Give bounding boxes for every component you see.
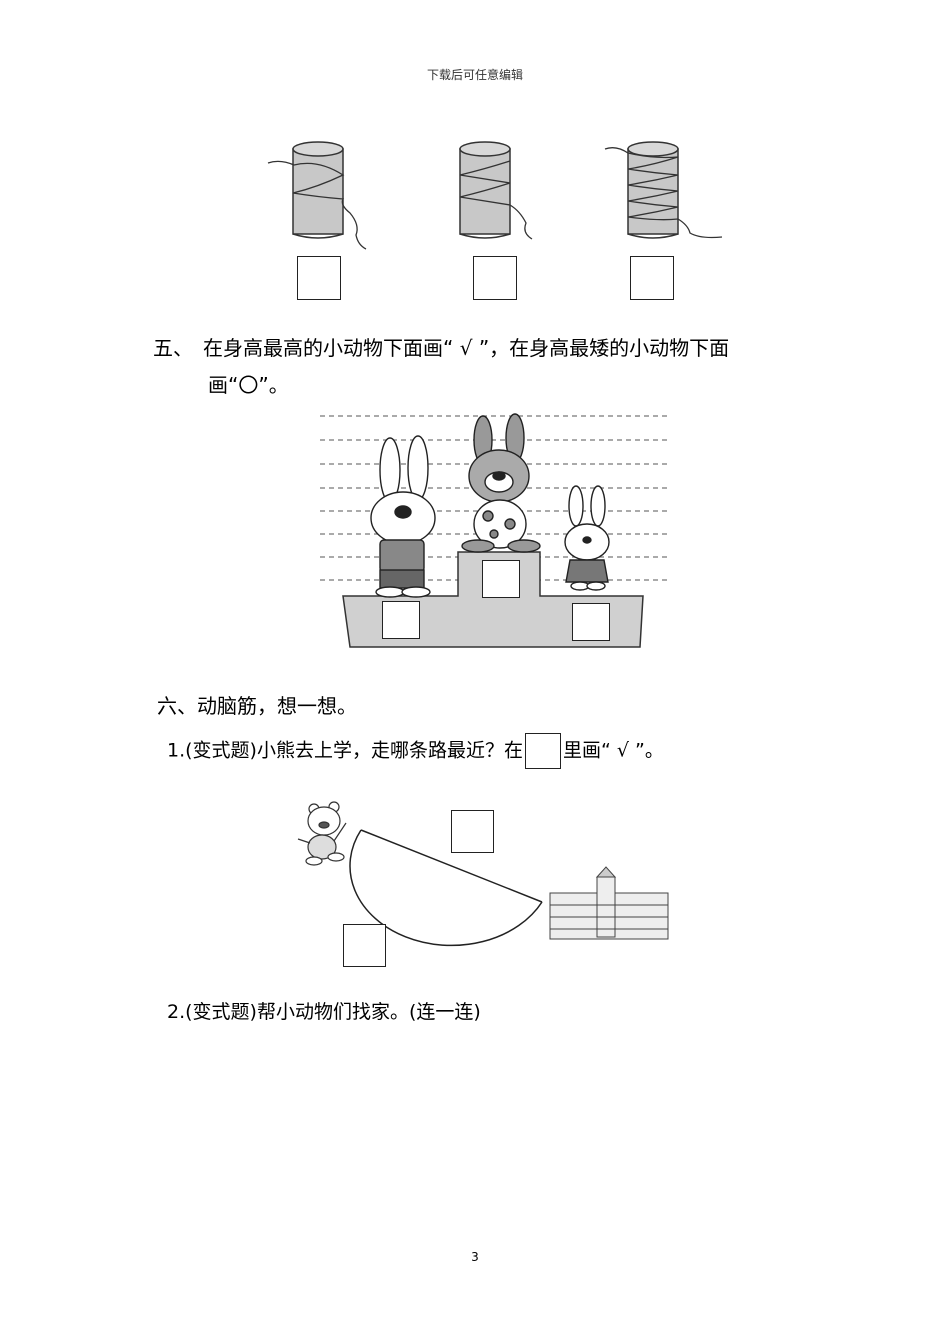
q6-sub1: 1.(变式题)小熊去上学，走哪条路最近？在 里画“ √ ”。 (167, 733, 664, 769)
cylinder-2-answer-box[interactable] (473, 256, 517, 300)
curved-route-answer-box[interactable] (343, 924, 386, 967)
q5-number: 五、 (153, 336, 193, 360)
bear-figure (297, 801, 347, 866)
page-number: 3 (471, 1250, 479, 1264)
q6-sub1-text-before: 1.(变式题)小熊去上学，走哪条路最近？在 (167, 739, 523, 762)
route-figure (297, 801, 669, 947)
middle-rabbit-answer-box[interactable] (482, 560, 520, 598)
q6-sub1-inline-box (524, 733, 561, 769)
q6-sub2: 2.(变式题)帮小动物们找家。(连一连) (167, 1001, 481, 1023)
right-rabbit-answer-box[interactable] (572, 603, 610, 641)
q6-sub1-text-after: 里画“ √ ”。 (562, 739, 664, 762)
left-rabbit (370, 435, 436, 598)
school-building (549, 866, 669, 940)
q6-title: 六、动脑筋，想一想。 (157, 694, 357, 718)
cylinder-3-figure (604, 141, 723, 239)
cylinder-1-answer-box[interactable] (297, 256, 341, 300)
straight-route (360, 829, 543, 903)
cylinder-1-figure (267, 141, 367, 250)
middle-rabbit (461, 413, 541, 553)
cylinder-figures (267, 141, 723, 250)
straight-route-answer-box[interactable] (451, 810, 494, 853)
page-header: 下载后可任意编辑 (426, 68, 523, 82)
q5-line-1: 在身高最高的小动物下面画“ √ ”，在身高最矮的小动物下面 (203, 336, 730, 360)
cylinder-2-figure (459, 141, 533, 240)
left-rabbit-answer-box[interactable] (382, 601, 420, 639)
right-rabbit (564, 485, 610, 591)
rabbits-podium-figure (320, 413, 670, 648)
q5-line-2: 画“〇”。 (208, 373, 289, 397)
curved-route (349, 829, 543, 947)
cylinder-3-answer-box[interactable] (630, 256, 674, 300)
